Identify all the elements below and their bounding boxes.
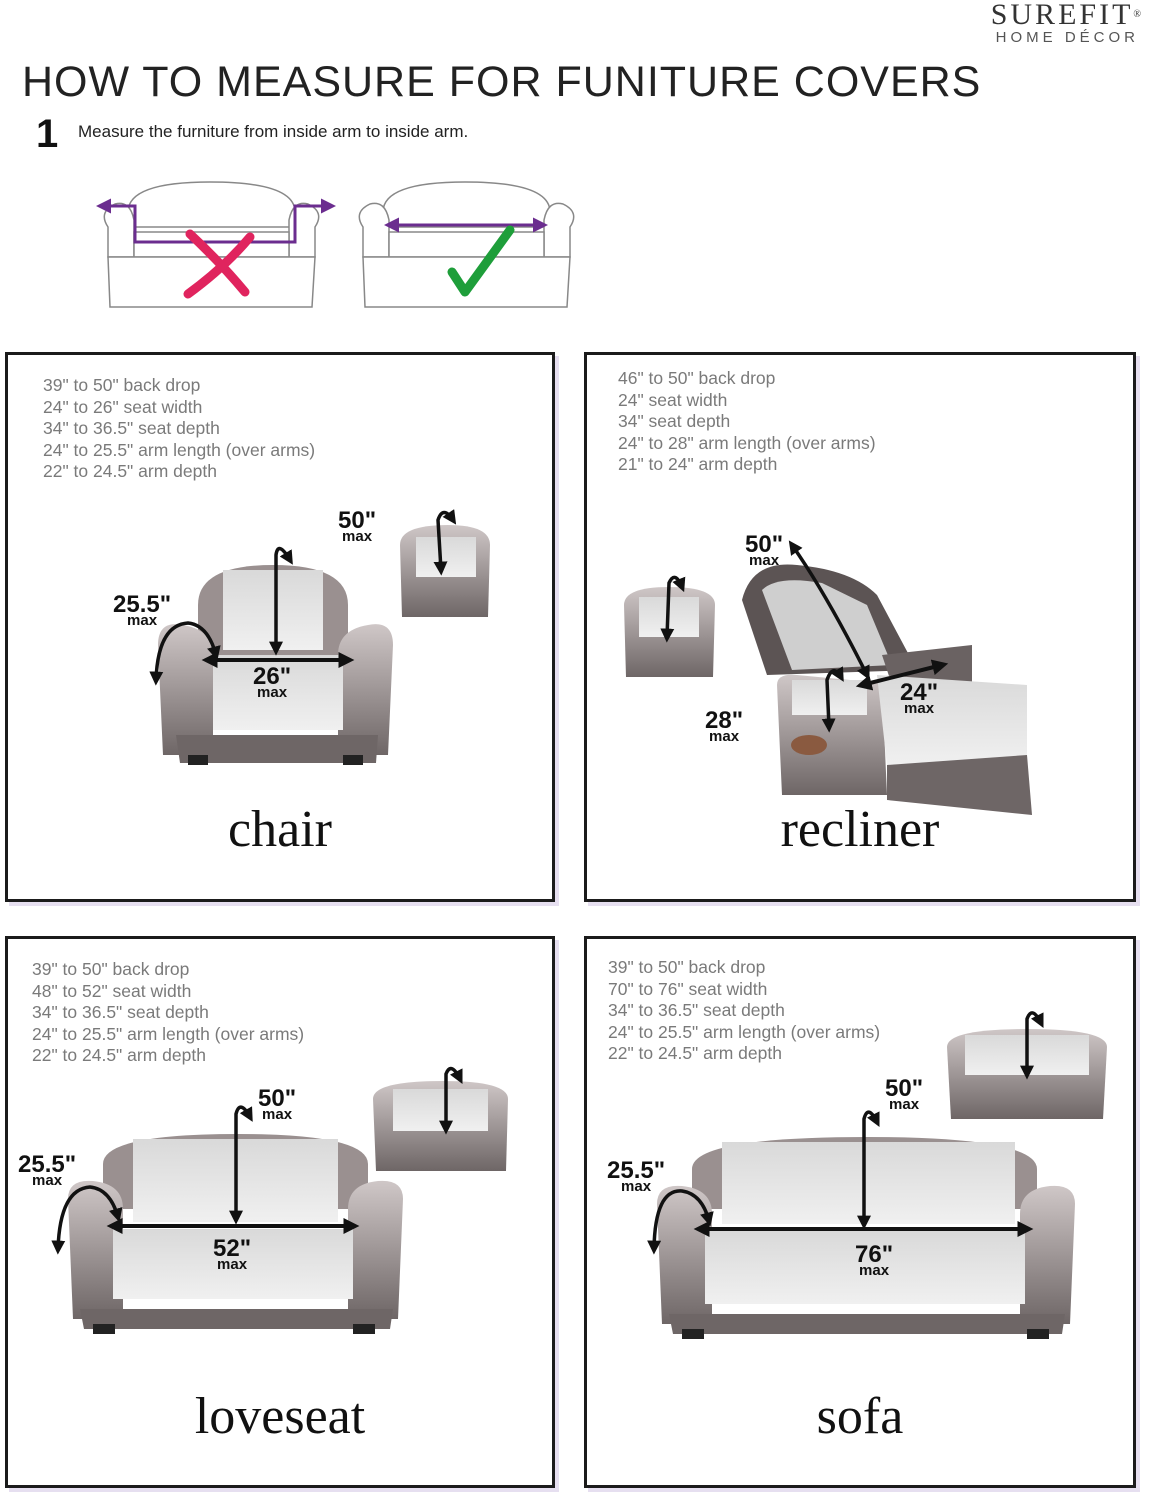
chair-back-measure: 50" max	[338, 507, 377, 546]
chair-arm-measure: 25.5" max	[113, 591, 172, 630]
step-number: 1	[36, 112, 59, 156]
loveseat-seat-measure: 52" max	[213, 1235, 252, 1274]
arm-unit: max	[709, 728, 740, 746]
recliner-arm-measure: 28" max	[705, 707, 744, 746]
spec-line: 70" to 76" seat width	[608, 978, 768, 999]
chair-back-view	[400, 525, 490, 617]
sofa-arm-measure: 25.5" max	[607, 1157, 666, 1196]
spec-line: 24" to 25.5" arm length (over arms)	[32, 1023, 305, 1044]
chair-illustration	[149, 509, 490, 765]
arm-value: 25.5"	[607, 1157, 666, 1184]
seat-unit: max	[859, 1262, 890, 1280]
back-value: 50"	[745, 531, 784, 558]
spec-line: 22" to 24.5" arm depth	[43, 461, 217, 481]
seat-value: 26"	[253, 663, 292, 690]
spec-line: 24" to 28" arm length (over arms)	[618, 432, 876, 453]
chair-specs: 39" to 50" back drop 24" to 26" seat wid…	[43, 375, 315, 483]
arm-unit: max	[621, 1178, 652, 1196]
registered-mark: ®	[1133, 9, 1144, 20]
loveseat-illustration	[51, 1066, 508, 1334]
seat-unit: max	[257, 684, 288, 702]
spec-line: 34" to 36.5" seat depth	[43, 418, 220, 438]
back-unit: max	[889, 1096, 920, 1114]
loveseat-back-view	[373, 1081, 508, 1171]
loveseat-arm-measure: 25.5" max	[18, 1151, 77, 1190]
recliner-specs: 46" to 50" back drop 24" seat width 34" …	[618, 368, 876, 476]
spec-line: 34" seat depth	[618, 411, 731, 431]
spec-line: 24" to 26" seat width	[43, 396, 203, 417]
brand-name: SUREFIT	[990, 0, 1134, 31]
arm-unit: max	[32, 1172, 63, 1190]
spec-line: 22" to 24.5" arm depth	[608, 1043, 782, 1063]
recliner-label: recliner	[780, 801, 940, 858]
spec-line: 24" to 25.5" arm length (over arms)	[43, 439, 316, 460]
back-value: 50"	[885, 1075, 924, 1102]
loveseat-back-measure: 50" max	[258, 1085, 297, 1124]
spec-line: 22" to 24.5" arm depth	[32, 1045, 206, 1065]
chair-label: chair	[228, 801, 332, 858]
back-unit: max	[262, 1106, 293, 1124]
green-check-icon	[447, 225, 515, 297]
panel-loveseat: 39" to 50" back drop 48" to 52" seat wid…	[5, 936, 555, 1488]
panel-recliner: 46" to 50" back drop 24" seat width 34" …	[584, 352, 1136, 902]
sofa-label: sofa	[816, 1388, 904, 1445]
back-unit: max	[342, 528, 373, 546]
sofa-illustration	[647, 1011, 1107, 1339]
spec-line: 34" to 36.5" seat depth	[32, 1002, 209, 1022]
chair-seat-measure: 26" max	[253, 663, 292, 702]
arm-unit: max	[127, 612, 158, 630]
spec-line: 46" to 50" back drop	[618, 368, 776, 388]
arm-value: 25.5"	[18, 1151, 77, 1178]
seat-unit: max	[217, 1256, 248, 1274]
back-unit: max	[749, 552, 780, 570]
spec-line: 21" to 24" arm depth	[618, 454, 778, 474]
seat-unit: max	[904, 700, 935, 718]
spec-line: 39" to 50" back drop	[608, 957, 766, 977]
brand-logo: SUREFIT® HOME DÉCOR	[991, 0, 1144, 46]
seat-value: 52"	[213, 1235, 252, 1262]
red-x-icon	[183, 229, 255, 299]
panel-chair: 39" to 50" back drop 24" to 26" seat wid…	[5, 352, 555, 902]
page-title: HOW TO MEASURE FOR FUNITURE COVERS	[22, 58, 982, 106]
spec-line: 39" to 50" back drop	[43, 375, 201, 395]
right-measure-sofa	[358, 181, 575, 308]
panel-sofa: 39" to 50" back drop 70" to 76" seat wid…	[584, 936, 1136, 1488]
sofa-seat-measure: 76" max	[855, 1241, 894, 1280]
brand-subtitle: HOME DÉCOR	[995, 29, 1140, 46]
step-instruction: Measure the furniture from inside arm to…	[78, 122, 469, 141]
sofa-specs: 39" to 50" back drop 70" to 76" seat wid…	[608, 957, 880, 1065]
recliner-back-measure: 50" max	[745, 531, 784, 570]
loveseat-label: loveseat	[194, 1388, 366, 1445]
spec-line: 24" to 25.5" arm length (over arms)	[608, 1021, 881, 1042]
spec-line: 24" seat width	[618, 389, 728, 410]
arm-value: 25.5"	[113, 591, 172, 618]
recliner-body	[742, 564, 1032, 815]
measure-demo-illustration	[96, 181, 575, 308]
recliner-seat-measure: 24" max	[900, 679, 939, 718]
sofa-back-measure: 50" max	[885, 1075, 924, 1114]
spec-line: 48" to 52" seat width	[32, 980, 192, 1001]
spec-line: 39" to 50" back drop	[32, 959, 190, 979]
arm-value: 28"	[705, 707, 744, 734]
spec-line: 34" to 36.5" seat depth	[608, 1000, 785, 1020]
back-value: 50"	[338, 507, 377, 534]
loveseat-specs: 39" to 50" back drop 48" to 52" seat wid…	[32, 959, 304, 1067]
seat-value: 76"	[855, 1241, 894, 1268]
back-value: 50"	[258, 1085, 297, 1112]
seat-value: 24"	[900, 679, 939, 706]
recliner-illustration	[624, 540, 1032, 815]
wrong-measure-sofa	[103, 181, 320, 308]
